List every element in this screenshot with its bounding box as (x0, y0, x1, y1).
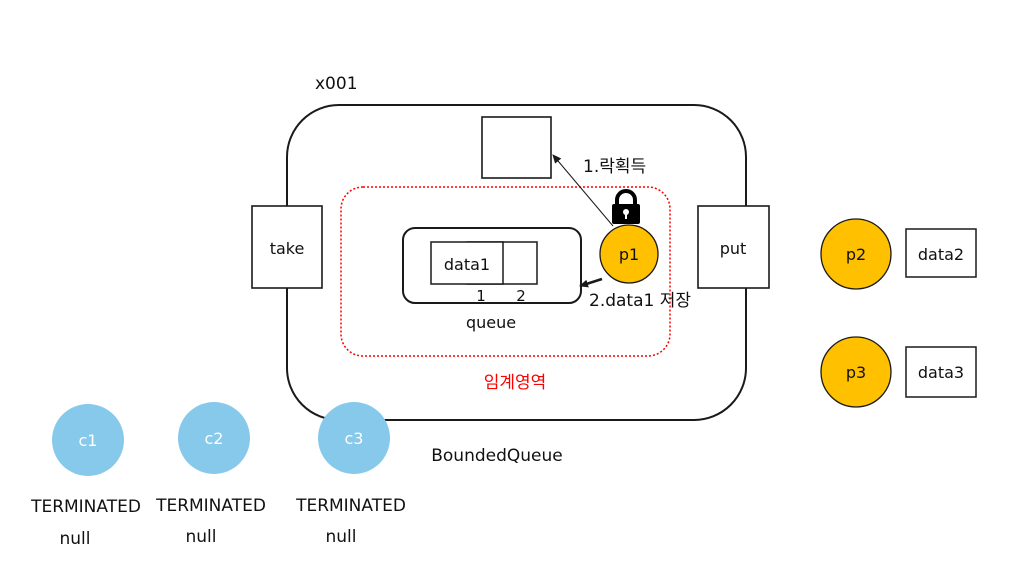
queue-slot-1-value: data1 (444, 255, 490, 274)
take-method-label: take (270, 239, 305, 258)
store-data-arrow (579, 277, 603, 288)
queue-label: queue (466, 313, 516, 332)
queue-slot-1 (430, 241, 504, 285)
consumer-c3-label: c3 (345, 429, 364, 448)
consumer-c2-label: c2 (205, 429, 224, 448)
step1-label: 1.락획득 (583, 157, 646, 177)
consumer-c2 (178, 402, 250, 474)
producer-p2-data-box (905, 228, 977, 278)
put-method-label: put (720, 239, 747, 258)
consumer-c3 (318, 402, 390, 474)
critical-section-area (340, 186, 671, 357)
consumer-c1 (52, 404, 124, 476)
producer-p3 (820, 336, 892, 408)
object-address: x001 (315, 74, 358, 94)
consumer-c1-label: c1 (79, 431, 98, 450)
producer-p3-label: p3 (846, 363, 866, 382)
producer-p2-data: data2 (918, 245, 964, 264)
critical-section-label: 임계영역 (484, 373, 547, 393)
lock-icon (612, 189, 640, 224)
consumer-c3-value: null (326, 527, 357, 547)
consumer-c1-value: null (60, 529, 91, 549)
producer-p1-label: p1 (619, 245, 639, 264)
acquire-lock-arrow (552, 154, 614, 227)
consumer-c1-state: TERMINATED (30, 497, 141, 517)
lock-slot-box (481, 116, 552, 179)
consumer-c2-state: TERMINATED (155, 496, 266, 516)
producer-p3-data-box (905, 346, 977, 398)
consumer-c2-value: null (186, 527, 217, 547)
bounded-queue-name: BoundedQueue (431, 446, 563, 466)
put-method-box (697, 205, 770, 289)
step2-label: 2.data1 저장 (589, 291, 691, 311)
queue-slot-1-index: 1 (476, 287, 486, 305)
take-method-box (251, 205, 323, 289)
producer-p2-label: p2 (846, 245, 866, 264)
producer-p3-data: data3 (918, 363, 964, 382)
queue-slot-2-index: 2 (516, 287, 526, 305)
producer-p2 (820, 218, 892, 290)
consumer-c3-state: TERMINATED (295, 496, 406, 516)
producer-p1 (599, 224, 659, 284)
